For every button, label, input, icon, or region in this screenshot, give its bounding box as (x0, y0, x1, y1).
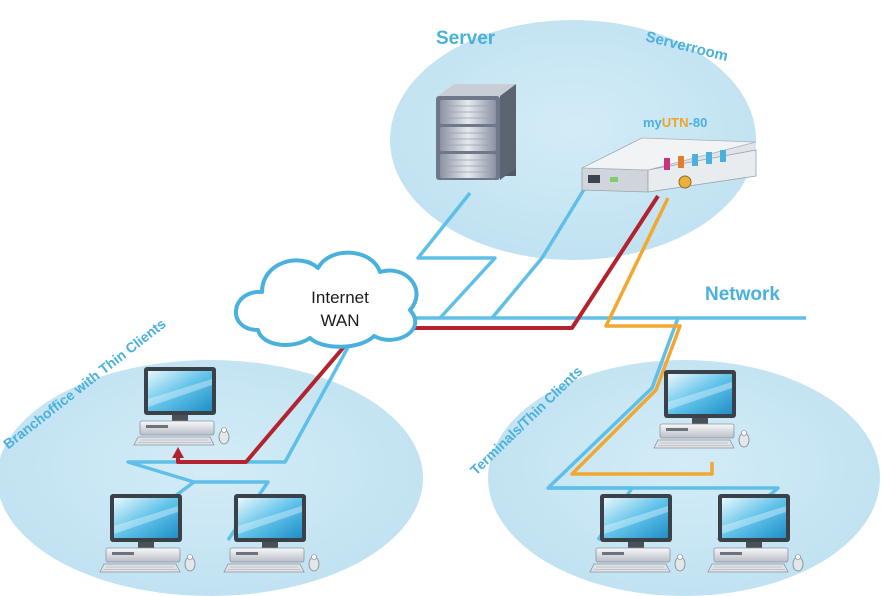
device-name-prefix: my (643, 115, 662, 130)
branch-office-zone (0, 360, 423, 596)
wan-link (176, 194, 660, 464)
wan-link-arrow (172, 447, 184, 458)
internet-label-line2: WAN (320, 311, 360, 330)
internet-cloud-icon (233, 250, 419, 349)
rack-server-icon (436, 84, 516, 180)
server-uplink (416, 191, 497, 320)
lan-link (570, 197, 714, 476)
device-uplink (490, 182, 590, 320)
internet-label-line1: Internet (311, 288, 369, 307)
server-room-zone (390, 20, 756, 260)
device-name-label: myUTN-80 (643, 115, 707, 130)
usb-device-server-icon (581, 137, 757, 193)
server-label: Server (436, 28, 496, 49)
device-name-model: UTN (661, 115, 689, 130)
network-label: Network (705, 284, 780, 305)
device-name-suffix: -80 (688, 115, 708, 130)
